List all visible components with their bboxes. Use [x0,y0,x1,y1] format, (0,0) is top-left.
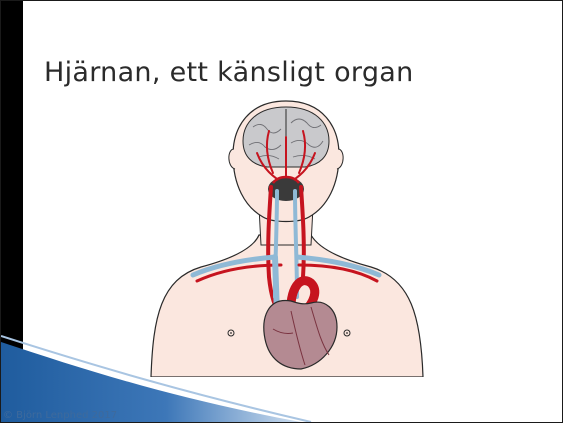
right-ear [337,149,343,169]
decorative-swoosh [1,332,563,422]
cerebellum [268,177,304,201]
slide-title: Hjärnan, ett känsligt organ [44,57,414,88]
left-ear [229,149,235,169]
copyright-credit: © Björn Lenphed 2017 [3,410,117,421]
